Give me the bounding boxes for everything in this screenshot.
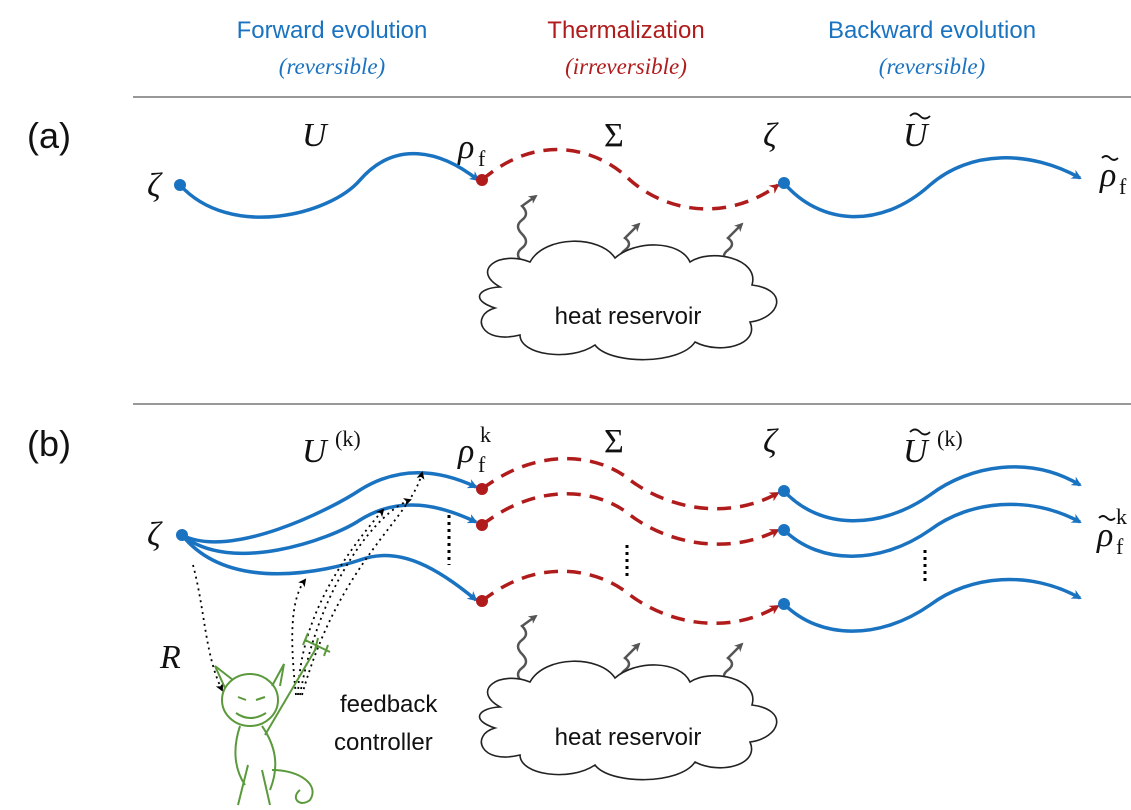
devil-body xyxy=(234,725,277,791)
devil-grin xyxy=(235,712,267,719)
rho-f-superscript: k xyxy=(480,422,491,447)
reservoir-label: heat reservoir xyxy=(555,303,702,330)
header-backward-subtitle: (reversible) xyxy=(879,54,985,79)
U-superscript: (k) xyxy=(335,426,361,451)
mid-dot xyxy=(778,177,790,189)
U-tilde-superscript: (k) xyxy=(937,426,963,451)
Sigma-label: Σ xyxy=(604,117,624,154)
rho-f-dot-middle xyxy=(476,519,488,531)
devil-trident-shaft xyxy=(264,644,319,736)
rho-tilde-subscript: f xyxy=(1119,174,1127,199)
tilde-mark xyxy=(909,428,931,436)
devil-horn-right xyxy=(271,663,285,687)
U-tilde-symbol: U xyxy=(903,117,930,154)
measurement-arrow xyxy=(192,564,223,692)
U-tilde-label: U xyxy=(903,112,931,154)
rho-tilde-symbol: ρ xyxy=(1096,517,1113,554)
forward-arrow xyxy=(178,151,480,219)
zeta-mid: ζ xyxy=(763,117,779,154)
devil-trident-head xyxy=(302,632,331,657)
mid-dot-bottom xyxy=(778,598,790,610)
cloud-shape xyxy=(478,660,778,781)
rho-f-dot-top xyxy=(476,483,488,495)
tilde-mark xyxy=(1101,155,1119,161)
header-forward-title: Forward evolution xyxy=(237,17,428,44)
Sigma-label: Σ xyxy=(604,423,624,460)
rho-f-symbol: ρ xyxy=(457,129,474,166)
thermalization-arrow-middle xyxy=(480,492,780,546)
feedback-arrow-4 xyxy=(301,471,425,696)
header-backward-title: Backward evolution xyxy=(828,17,1036,44)
controller-label-line1: feedback xyxy=(340,691,438,718)
rho-f-dot-bottom xyxy=(476,595,488,607)
rho-f-symbol: ρ xyxy=(457,433,474,470)
tilde-mark xyxy=(909,112,931,120)
zeta-start: ζ xyxy=(147,516,163,553)
reservoir-label: heat reservoir xyxy=(555,724,702,751)
zeta-start: ζ xyxy=(147,167,163,204)
feedback-arrow-2 xyxy=(297,508,385,696)
thermalization-arrow xyxy=(480,147,780,211)
feedback-arrow-1 xyxy=(291,578,307,696)
header-forward-subtitle: (reversible) xyxy=(279,54,385,79)
cloud-shape xyxy=(478,240,778,361)
U-symbol: U xyxy=(302,433,329,470)
forward-arrow-top xyxy=(181,471,478,544)
rho-tilde-superscript: k xyxy=(1116,504,1127,529)
rho-tilde-symbol: ρ xyxy=(1099,157,1116,194)
rho-f-k-label: ρ k f xyxy=(457,422,491,477)
forward-arrow-bottom xyxy=(180,533,478,602)
start-dot xyxy=(176,529,188,541)
U-tilde-k-label: U (k) xyxy=(903,426,963,470)
rho-f-subscript: f xyxy=(478,452,486,477)
mid-dot-top xyxy=(778,485,790,497)
panel-a: (a) ζ U ρ f Σ ζ U ρ f heat xyxy=(27,112,1127,361)
mid-dot-middle xyxy=(778,524,790,536)
header-thermal-title: Thermalization xyxy=(547,17,704,44)
forward-arrow-middle xyxy=(180,503,478,556)
rho-tilde-subscript: f xyxy=(1116,534,1124,559)
R-label: R xyxy=(159,639,181,676)
devil-controller-icon xyxy=(214,632,331,806)
U-tilde-symbol: U xyxy=(903,433,930,470)
backward-arrow xyxy=(782,156,1082,219)
heat-wave-icon xyxy=(516,194,538,263)
start-dot xyxy=(174,179,186,191)
rho-f-label: ρ f xyxy=(457,129,486,171)
devil-head xyxy=(221,673,279,727)
thermalization-arrow-top xyxy=(480,456,780,511)
heat-reservoir-cloud: heat reservoir xyxy=(478,660,778,781)
tilde-mark xyxy=(1098,515,1116,521)
header-thermal-subtitle: (irreversible) xyxy=(565,54,687,79)
feedback-arrow-3 xyxy=(299,498,412,696)
rho-f-subscript: f xyxy=(478,146,486,171)
zeta-mid: ζ xyxy=(763,423,779,460)
rho-f-dot xyxy=(476,174,488,186)
backward-arrow-middle xyxy=(782,502,1082,558)
U-label: U xyxy=(302,117,329,154)
panel-b: (b) ζ U (k) ρ k f Σ ζ U (k) ρ k f xyxy=(27,422,1127,806)
backward-arrow-top xyxy=(782,465,1082,523)
devil-tail xyxy=(271,769,314,804)
rho-tilde-label: ρ f xyxy=(1099,155,1127,199)
devil-eyes xyxy=(237,696,266,701)
devil-horn-left xyxy=(214,665,234,689)
thermalization-arrow-bottom xyxy=(480,569,780,625)
panel-a-label: (a) xyxy=(27,115,71,156)
backward-arrow-bottom xyxy=(782,577,1082,633)
heat-reservoir-cloud: heat reservoir xyxy=(478,240,778,361)
devil-legs xyxy=(237,764,271,806)
rho-tilde-k-label: ρ k f xyxy=(1096,504,1127,559)
heat-wave-icon xyxy=(516,614,538,683)
controller-label-line2: controller xyxy=(334,729,433,756)
U-k-label: U (k) xyxy=(302,426,361,470)
panel-b-label: (b) xyxy=(27,423,71,464)
